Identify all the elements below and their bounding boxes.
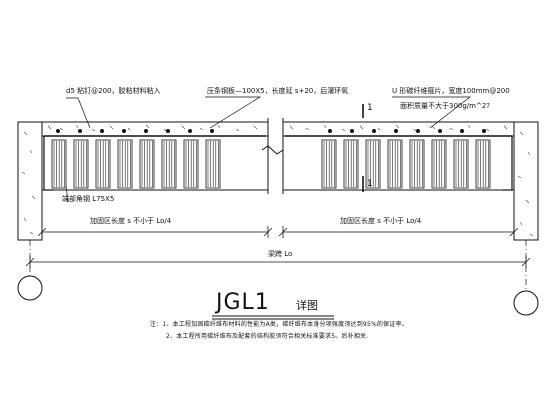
label-end-angle: 端部角钢 L75X5 — [62, 195, 115, 203]
u-wraps-left — [51, 139, 221, 189]
u-wrap-strip — [95, 139, 111, 189]
section-mark-top-label: 1 — [367, 103, 373, 113]
u-wrap-strip — [117, 139, 133, 189]
u-wrap-strip — [387, 139, 403, 189]
dimension-span-left — [37, 226, 273, 238]
u-wrap-strip — [409, 139, 425, 189]
label-span-left: 加固区长度 s 不小于 Lo/4 — [90, 217, 172, 225]
left-column — [17, 121, 43, 241]
label-wrap: U 形碳纤维箍片，宽度100mm@200 — [392, 87, 510, 95]
u-wrap-strip — [139, 139, 155, 189]
u-wrap-strip — [453, 139, 469, 189]
drawing-title: JGL1 — [216, 290, 270, 315]
label-span-right: 加固区长度 s 不小于 Lo/4 — [340, 217, 422, 225]
slab-hatch — [21, 124, 534, 237]
end-angle-left — [43, 136, 54, 191]
u-wrap-strip — [431, 139, 447, 189]
u-wrap-strip — [73, 139, 89, 189]
u-wrap-strip — [365, 139, 381, 189]
u-wrap-strip — [321, 139, 337, 189]
label-span-total: 梁跨 Lo — [268, 250, 293, 258]
end-angle-right — [502, 136, 513, 191]
note-line-2: 2、本工程所用碳纤维布及配套的结构胶须符合相关标准要求5。后补相关. — [166, 333, 369, 340]
drawing-title-suffix: 详图 — [296, 299, 318, 312]
note-line-1: 注：1、本工程加固碳纤维布材料的性能为A类，碳纤维布本身分项强度须达到95%的保… — [150, 321, 408, 328]
label-wrap-area: 面积质量不大于300g/m^2? — [400, 102, 491, 110]
axis-bubble-left — [17, 275, 43, 301]
title-underline — [212, 315, 334, 320]
u-wrap-strip — [343, 139, 359, 189]
u-wrap-strip — [51, 139, 67, 189]
break-line — [261, 118, 284, 194]
anchor-bolts — [56, 129, 486, 133]
section-mark-bottom-label: 1 — [367, 179, 373, 189]
u-wraps-right — [321, 139, 491, 189]
right-column — [513, 121, 539, 241]
label-anchor-bolt: d5 粘钉@200，胶粘材料粘入 — [66, 87, 161, 95]
dimension-span-right — [278, 226, 519, 238]
u-wrap-strip — [183, 139, 199, 189]
u-wrap-strip — [205, 139, 221, 189]
label-steel-plate: 压条钢板—100X5，长度延 s+20，后灌环氧 — [207, 87, 349, 95]
leaders — [65, 96, 472, 203]
beam-slab-left — [41, 121, 269, 137]
u-wrap-strip — [475, 139, 491, 189]
beam-slab-right — [282, 121, 515, 137]
axis-bubble-right — [513, 290, 539, 316]
u-wrap-strip — [161, 139, 177, 189]
